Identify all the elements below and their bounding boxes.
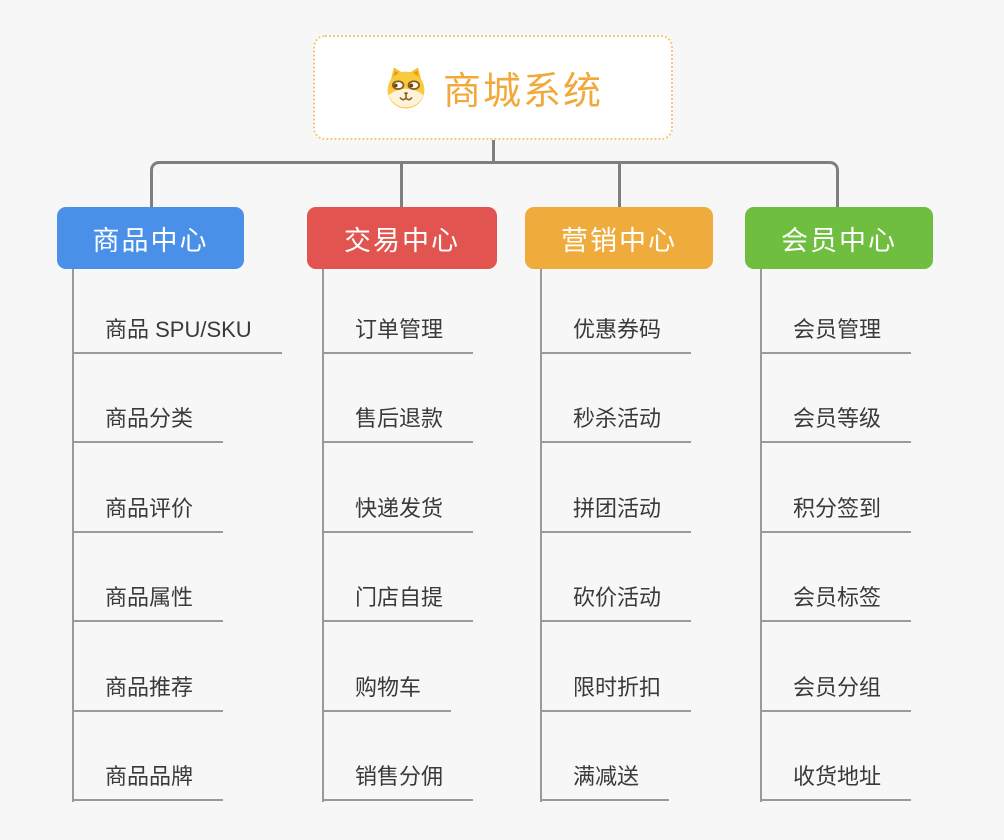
connector-root-drop — [492, 138, 495, 164]
branch-node-trade-center[interactable]: 交易中心 — [307, 207, 497, 269]
branch-label: 营销中心 — [561, 225, 677, 256]
child-node[interactable]: 商品属性 — [73, 583, 224, 622]
child-node[interactable]: 会员分组 — [761, 673, 912, 712]
branch-node-product-center[interactable]: 商品中心 — [57, 207, 244, 269]
connector-trunk-trade-center — [322, 269, 324, 802]
connector-trunk-member-center — [760, 269, 762, 802]
child-node[interactable]: 商品 SPU/SKU — [73, 315, 282, 354]
branch-label: 商品中心 — [92, 225, 209, 256]
child-node[interactable]: 会员等级 — [761, 404, 912, 443]
child-node[interactable]: 优惠券码 — [541, 315, 692, 354]
child-node[interactable]: 快递发货 — [323, 494, 474, 533]
child-node[interactable]: 限时折扣 — [541, 673, 692, 712]
child-node[interactable]: 销售分佣 — [323, 762, 474, 801]
dog-face-icon — [383, 66, 429, 110]
branch-label: 会员中心 — [781, 225, 897, 256]
branch-node-marketing-center[interactable]: 营销中心 — [525, 207, 713, 269]
connector-elbow-left — [150, 161, 495, 208]
connector-drop-branch-2 — [400, 163, 403, 208]
child-node[interactable]: 会员标签 — [761, 583, 912, 622]
root-node-label: 商城系统 — [442, 71, 603, 113]
child-node[interactable]: 收货地址 — [761, 762, 912, 801]
root-node-mall-system[interactable]: 商城系统 — [313, 35, 673, 140]
child-node[interactable]: 积分签到 — [761, 494, 912, 533]
child-node[interactable]: 门店自提 — [323, 583, 474, 622]
child-node[interactable]: 会员管理 — [761, 315, 912, 354]
child-node[interactable]: 售后退款 — [323, 404, 474, 443]
child-node[interactable]: 商品推荐 — [73, 673, 224, 712]
child-node[interactable]: 订单管理 — [323, 315, 474, 354]
child-node[interactable]: 满减送 — [541, 762, 670, 801]
child-node[interactable]: 砍价活动 — [541, 583, 692, 622]
child-node[interactable]: 商品分类 — [73, 404, 224, 443]
connector-trunk-product-center — [72, 269, 74, 802]
child-node[interactable]: 商品品牌 — [73, 762, 224, 801]
child-node[interactable]: 购物车 — [323, 673, 452, 712]
child-node[interactable]: 拼团活动 — [541, 494, 692, 533]
connector-drop-branch-3 — [618, 163, 621, 208]
branch-label: 交易中心 — [344, 225, 460, 256]
connector-elbow-right — [495, 161, 839, 208]
connector-trunk-marketing-center — [540, 269, 542, 802]
child-node[interactable]: 秒杀活动 — [541, 404, 692, 443]
branch-node-member-center[interactable]: 会员中心 — [745, 207, 933, 269]
child-node[interactable]: 商品评价 — [73, 494, 224, 533]
